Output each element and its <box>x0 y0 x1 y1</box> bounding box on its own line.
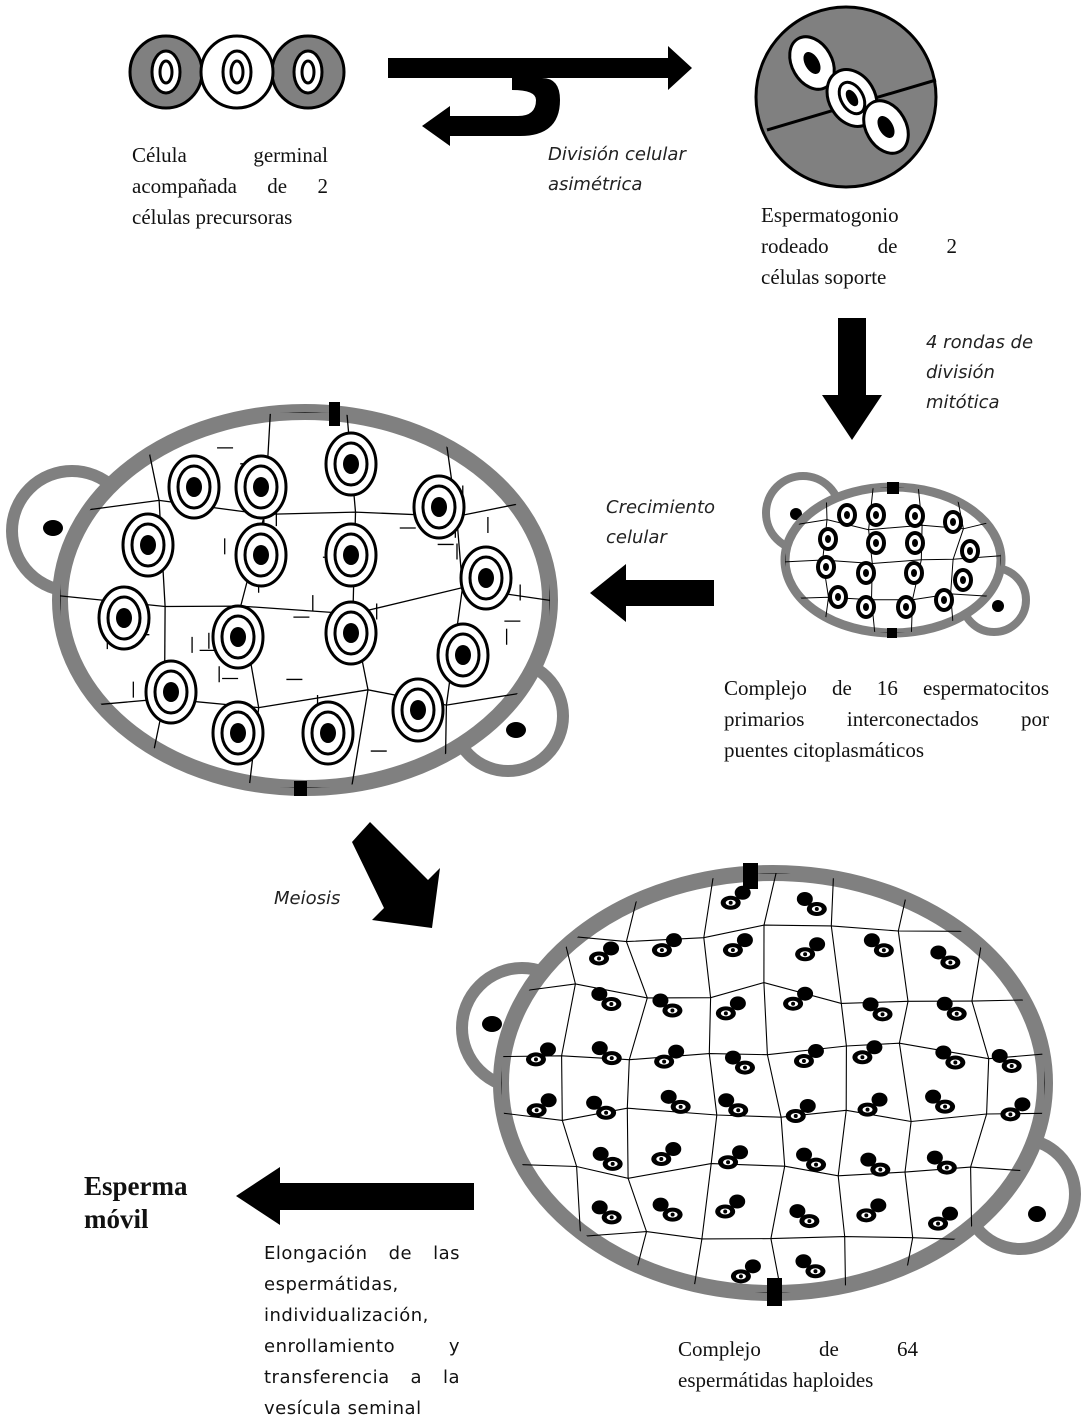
primary-spermatocyte <box>213 606 263 668</box>
spermatogonium-label-line: Espermatogonio <box>761 200 957 231</box>
primary-complex-label-line: puentes citoplasmáticos <box>724 735 1049 766</box>
asymmetric-division-label-line: División celular <box>548 140 686 170</box>
primary-spermatocyte <box>818 527 838 551</box>
mitotic-rounds-label-line: 4 rondas de <box>926 328 1033 358</box>
mitotic-rounds-label-line: mitótica <box>926 388 1033 418</box>
mitotic-rounds-label: 4 rondas de división mitótica <box>926 328 1033 418</box>
germ-cell-label-line: células precursoras <box>132 202 328 233</box>
primary-spermatocyte <box>236 456 286 518</box>
primary-spermatocyte <box>960 539 980 563</box>
primary-spermatocyte <box>904 561 924 585</box>
growth-arrow <box>590 564 714 622</box>
spermatogonium-group <box>756 7 936 187</box>
primary-spermatocyte <box>236 524 286 586</box>
haploid-complex-label-line: espermátidas haploides <box>678 1365 918 1396</box>
elongation-label-line: Elongación de las <box>264 1238 460 1269</box>
asymmetric-division-label: División celular asimétrica <box>548 140 686 200</box>
primary-complex-label: Complejo de 16 espermatocitos primarios … <box>724 673 1049 766</box>
primary-spermatocyte <box>461 547 511 609</box>
elongation-label-line: individualización, <box>264 1300 460 1331</box>
primary-spermatocyte <box>438 624 488 686</box>
primary-spermatocyte <box>816 555 836 579</box>
asymmetric-division-label-line: asimétrica <box>548 170 686 200</box>
haploid-spermatid-complex <box>462 863 1075 1306</box>
primary-complex-label-line: Complejo de 16 espermatocitos <box>724 673 1049 704</box>
primary-spermatocyte <box>837 503 857 527</box>
primary-spermatocyte <box>213 702 263 764</box>
primary-spermatocyte <box>866 531 886 555</box>
motile-sperm-label-line: Esperma <box>84 1170 188 1203</box>
primary-spermatocyte <box>99 587 149 649</box>
elongation-arrow <box>236 1167 474 1225</box>
haploid-complex-label-line: Complejo de 64 <box>678 1334 918 1365</box>
germ-cell-label-line: acompañada de 2 <box>132 171 328 202</box>
primary-spermatocyte <box>326 433 376 495</box>
primary-spermatocyte <box>953 568 973 592</box>
primary-spermatocyte <box>934 588 954 612</box>
haploid-complex-label: Complejo de 64 espermátidas haploides <box>678 1334 918 1396</box>
meiosis-label: Meiosis <box>274 884 340 914</box>
primary-spermatocyte <box>896 595 916 619</box>
primary-spermatocyte <box>326 602 376 664</box>
primary-spermatocyte <box>393 679 443 741</box>
elongation-label-line: vesícula seminal <box>264 1393 460 1424</box>
elongation-label: Elongación de las espermátidas, individu… <box>264 1238 460 1424</box>
elongation-label-line: espermátidas, <box>264 1269 460 1300</box>
primary-spermatocyte <box>828 585 848 609</box>
primary-spermatocyte <box>414 476 464 538</box>
cell-growth-label-line: Crecimiento <box>606 493 715 523</box>
motile-sperm-label-line: móvil <box>84 1203 188 1236</box>
primary-spermatocyte <box>943 510 963 534</box>
primary-spermatocyte <box>303 702 353 764</box>
primary-spermatocyte <box>856 561 876 585</box>
primary-spermatocyte-complex-small <box>766 476 1026 638</box>
asymmetric-division-arrow <box>388 46 692 146</box>
cell-growth-label-line: celular <box>606 523 715 553</box>
primary-spermatocyte <box>866 503 886 527</box>
primary-spermatocyte-complex-large <box>12 402 563 796</box>
spermatogonium-label: Espermatogonio rodeado de 2 células sopo… <box>761 200 957 293</box>
germ-cell-group <box>130 36 344 108</box>
cell-growth-label: Crecimiento celular <box>606 493 715 553</box>
elongation-label-line: transferencia a la <box>264 1362 460 1393</box>
primary-spermatocyte <box>146 661 196 723</box>
germ-cell-label-line: Célula germinal <box>132 140 328 171</box>
primary-complex-label-line: primarios interconectados por <box>724 704 1049 735</box>
primary-spermatocyte <box>123 514 173 576</box>
spermatogonium-label-line: células soporte <box>761 262 957 293</box>
meiosis-arrow <box>352 822 440 928</box>
elongation-label-line: enrollamiento y <box>264 1331 460 1362</box>
primary-spermatocyte <box>169 456 219 518</box>
spermatogonium-label-line: rodeado de 2 <box>761 231 957 262</box>
motile-sperm-label: Esperma móvil <box>84 1170 188 1236</box>
primary-spermatocyte <box>905 531 925 555</box>
germ-cell-label: Célula germinal acompañada de 2 células … <box>132 140 328 233</box>
primary-spermatocyte <box>856 595 876 619</box>
mitosis-arrow <box>822 318 882 440</box>
primary-spermatocyte <box>905 504 925 528</box>
mitotic-rounds-label-line: división <box>926 358 1033 388</box>
primary-spermatocyte <box>326 524 376 586</box>
